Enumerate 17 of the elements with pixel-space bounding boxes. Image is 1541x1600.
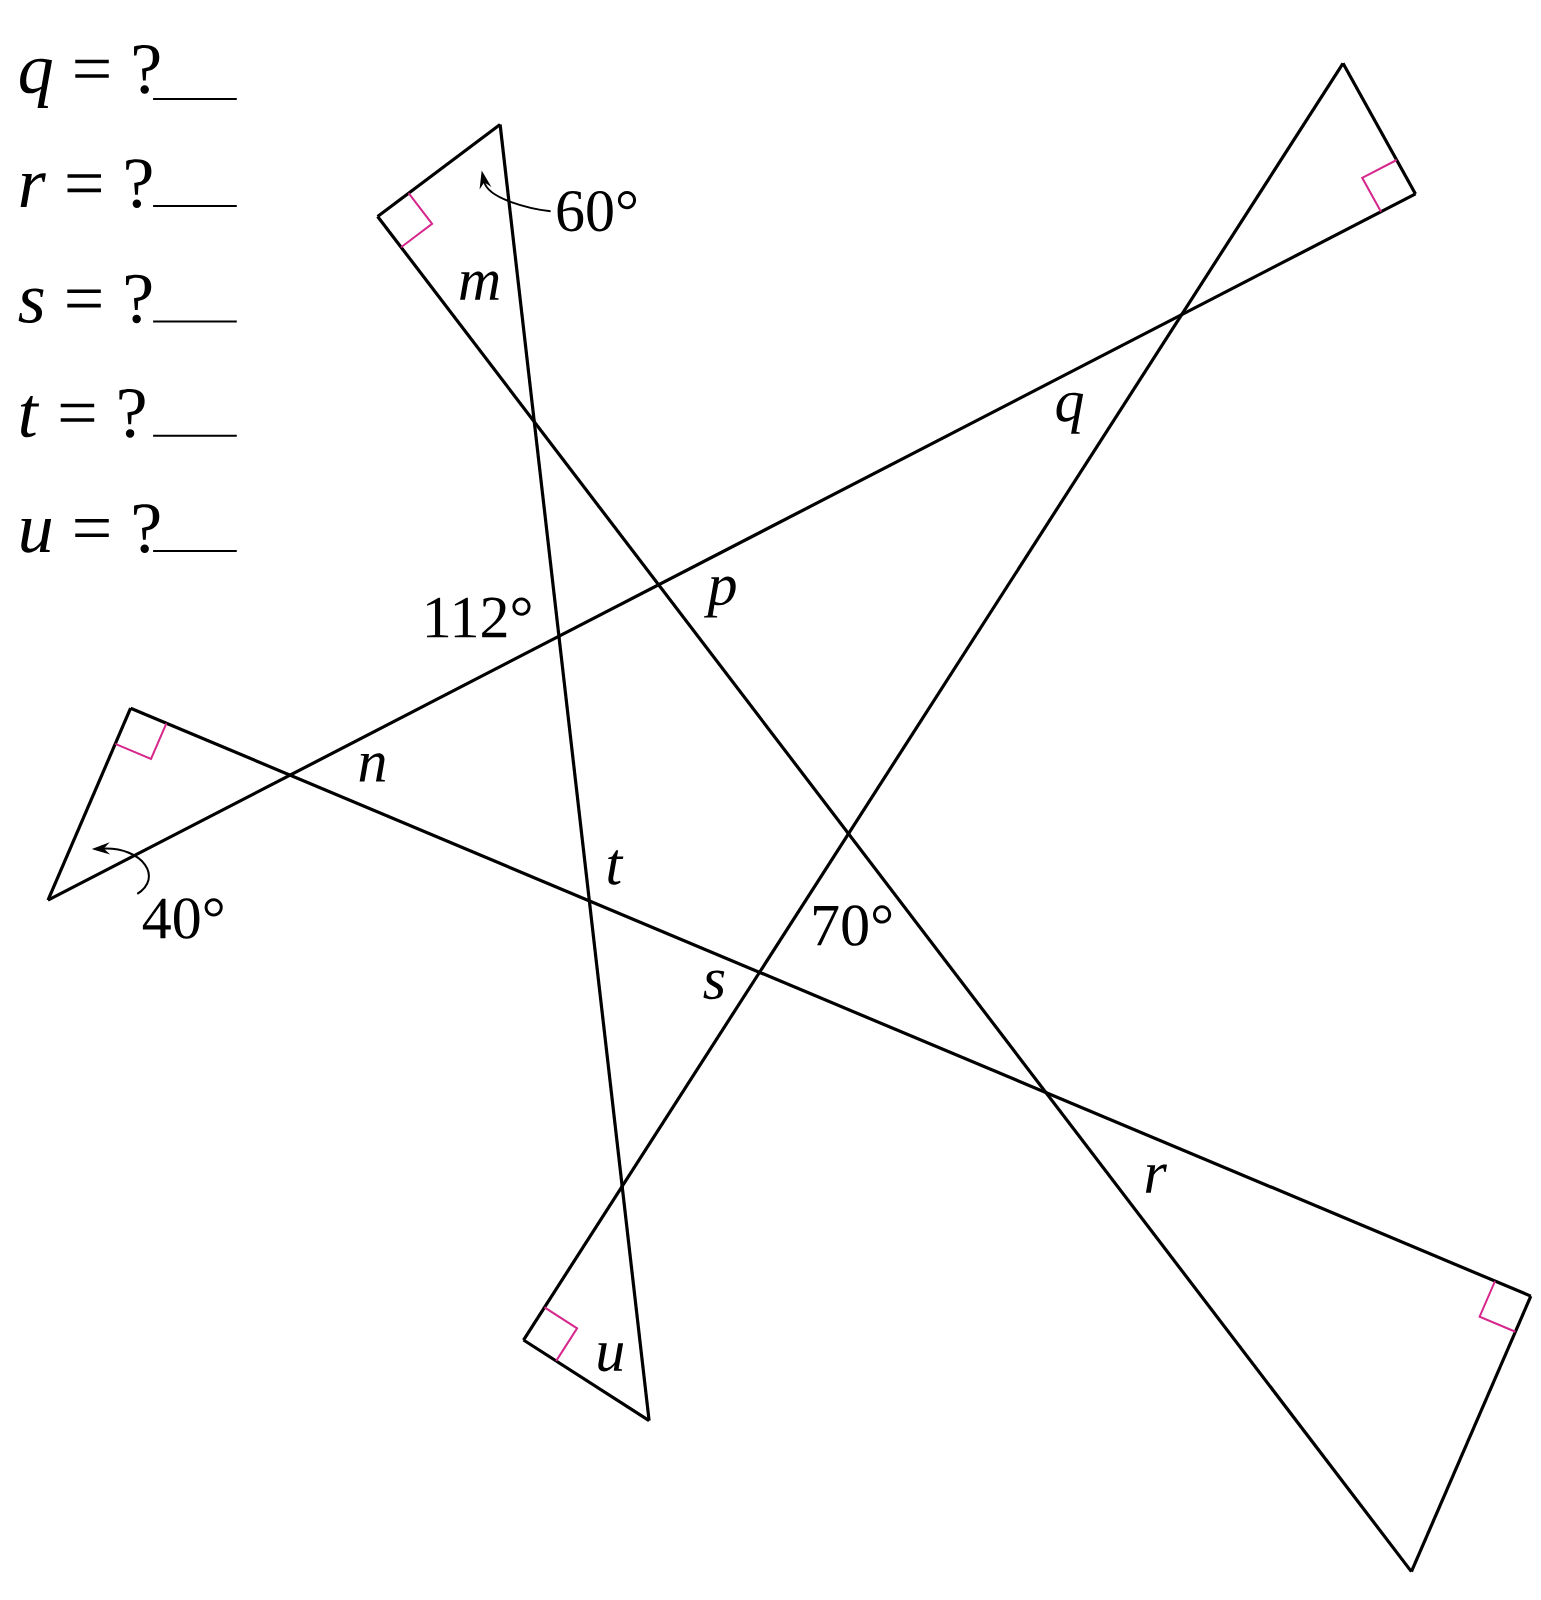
angle-label: 60° <box>557 190 637 232</box>
equation: t = ? <box>20 388 145 438</box>
equation: r = ? <box>20 159 152 209</box>
angle-label: p <box>704 576 736 618</box>
equation: u = ? <box>21 504 160 553</box>
angle-label: 112° <box>427 597 531 638</box>
angle-label: n <box>359 753 385 782</box>
angle-label: 40° <box>142 898 223 939</box>
angle-label: u <box>598 1343 624 1372</box>
equation: s = ? <box>18 274 152 324</box>
angle-label: 70° <box>814 905 892 946</box>
angle-label: s <box>703 970 725 1000</box>
angle-label: q <box>1056 392 1084 434</box>
angle-label: r <box>1145 1164 1167 1193</box>
angle-label: m <box>460 271 499 300</box>
equation: q = ? <box>20 45 160 108</box>
angle-label: t <box>608 850 624 885</box>
